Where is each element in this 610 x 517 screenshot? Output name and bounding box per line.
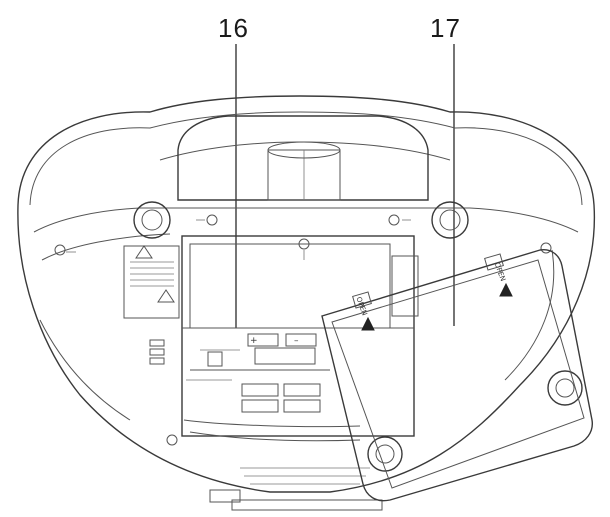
- warning-label: [123, 245, 180, 319]
- battery-plus-mark: +: [250, 336, 258, 346]
- screw-boss-right: [431, 201, 469, 239]
- screw-boss-left: [133, 201, 171, 239]
- door-arrow-left: [361, 316, 375, 331]
- screw-boss-bottom-left-door: [367, 436, 403, 472]
- battery-door-17: OPEN OPEN: [321, 249, 593, 502]
- door-arrow-right: [499, 282, 513, 297]
- battery-compartment-16: + –: [181, 235, 419, 442]
- small-screw-icons: [54, 214, 552, 446]
- callout-16: 16: [218, 13, 249, 43]
- bottom-grille: [209, 467, 383, 511]
- battery-minus-mark: –: [294, 336, 299, 346]
- callout-17: 17: [430, 13, 461, 43]
- device-body: [17, 95, 596, 493]
- vent-slots-left: [149, 339, 165, 365]
- door-open-label-right: OPEN: [493, 261, 507, 282]
- screw-boss-bottom-right-door: [547, 370, 583, 406]
- top-handle: [177, 115, 429, 201]
